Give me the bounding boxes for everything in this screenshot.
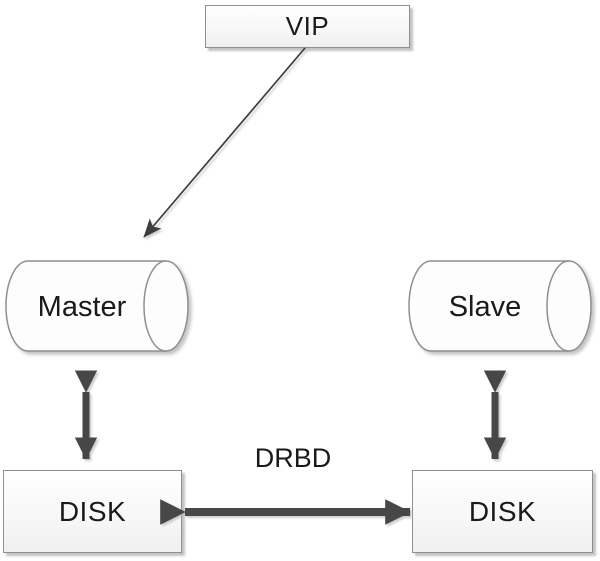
master-cylinder-node: Master [2, 257, 192, 357]
horizontal-cylinder-shape [408, 260, 592, 352]
disk-left-label: DISK [58, 495, 127, 527]
horizontal-cylinder-shape [5, 260, 189, 352]
master-label: Master [37, 290, 127, 323]
slave-cylinder-node: Slave [405, 257, 595, 357]
disk-right-node: DISK [412, 470, 593, 553]
disk-left-node: DISK [3, 470, 182, 553]
vip-node: VIP [205, 5, 410, 48]
vip-to-master-arrow [143, 47, 306, 238]
vip-label: VIP [285, 11, 330, 41]
disk-right-label: DISK [468, 495, 537, 527]
drbd-label: DRBD [254, 443, 332, 473]
slave-label: Slave [448, 290, 522, 323]
